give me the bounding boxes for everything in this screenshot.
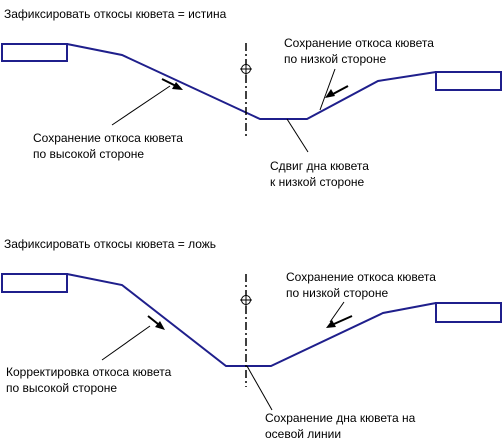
label-high-side-1: Корректировка откоса кювета bbox=[6, 365, 172, 379]
label-high-side-2: по высокой стороне bbox=[33, 147, 144, 161]
leader-high-side bbox=[101, 325, 151, 361]
arrow-slope-up bbox=[326, 315, 353, 328]
arrow-slope-down bbox=[161, 78, 183, 90]
label-high-side-1: Сохранение откоса кювета bbox=[33, 131, 183, 145]
heading-true: Зафиксировать откосы кювета = истина bbox=[4, 7, 227, 21]
label-low-side-2: по низкой стороне bbox=[286, 286, 388, 300]
ditch-profile bbox=[66, 43, 437, 120]
label-bottom-2: осевой линии bbox=[265, 427, 341, 441]
label-low-side-1: Сохранение откоса кювета bbox=[284, 36, 434, 50]
leader-bottom bbox=[246, 365, 273, 411]
right-shoulder-box bbox=[435, 71, 502, 91]
scenario-false: Зафиксировать откосы кювета = ложь Сохра… bbox=[1, 237, 502, 441]
arrow-slope-up bbox=[325, 85, 349, 98]
leader-high-side bbox=[111, 85, 171, 126]
ditch-profile bbox=[66, 273, 437, 367]
scenario-true: Зафиксировать откосы кювета = истина Сох… bbox=[1, 7, 502, 189]
label-low-side-2: по низкой стороне bbox=[284, 52, 386, 66]
label-low-side-1: Сохранение откоса кювета bbox=[286, 270, 436, 284]
heading-false: Зафиксировать откосы кювета = ложь bbox=[4, 237, 216, 251]
label-bottom-1: Сдвиг дна кювета bbox=[270, 159, 369, 173]
label-high-side-2: по высокой стороне bbox=[6, 381, 117, 395]
right-shoulder-box bbox=[435, 302, 502, 323]
label-bottom-1: Сохранение дна кювета на bbox=[265, 411, 416, 425]
left-shoulder-box bbox=[1, 43, 68, 62]
leader-bottom bbox=[286, 118, 309, 153]
label-bottom-2: к низкой стороне bbox=[270, 175, 365, 189]
leader-low-side bbox=[329, 301, 345, 323]
leader-low-side bbox=[319, 68, 336, 111]
left-shoulder-box bbox=[1, 273, 68, 293]
alignment-marker bbox=[240, 294, 252, 306]
alignment-marker bbox=[240, 63, 252, 75]
arrow-slope-down bbox=[147, 315, 165, 330]
